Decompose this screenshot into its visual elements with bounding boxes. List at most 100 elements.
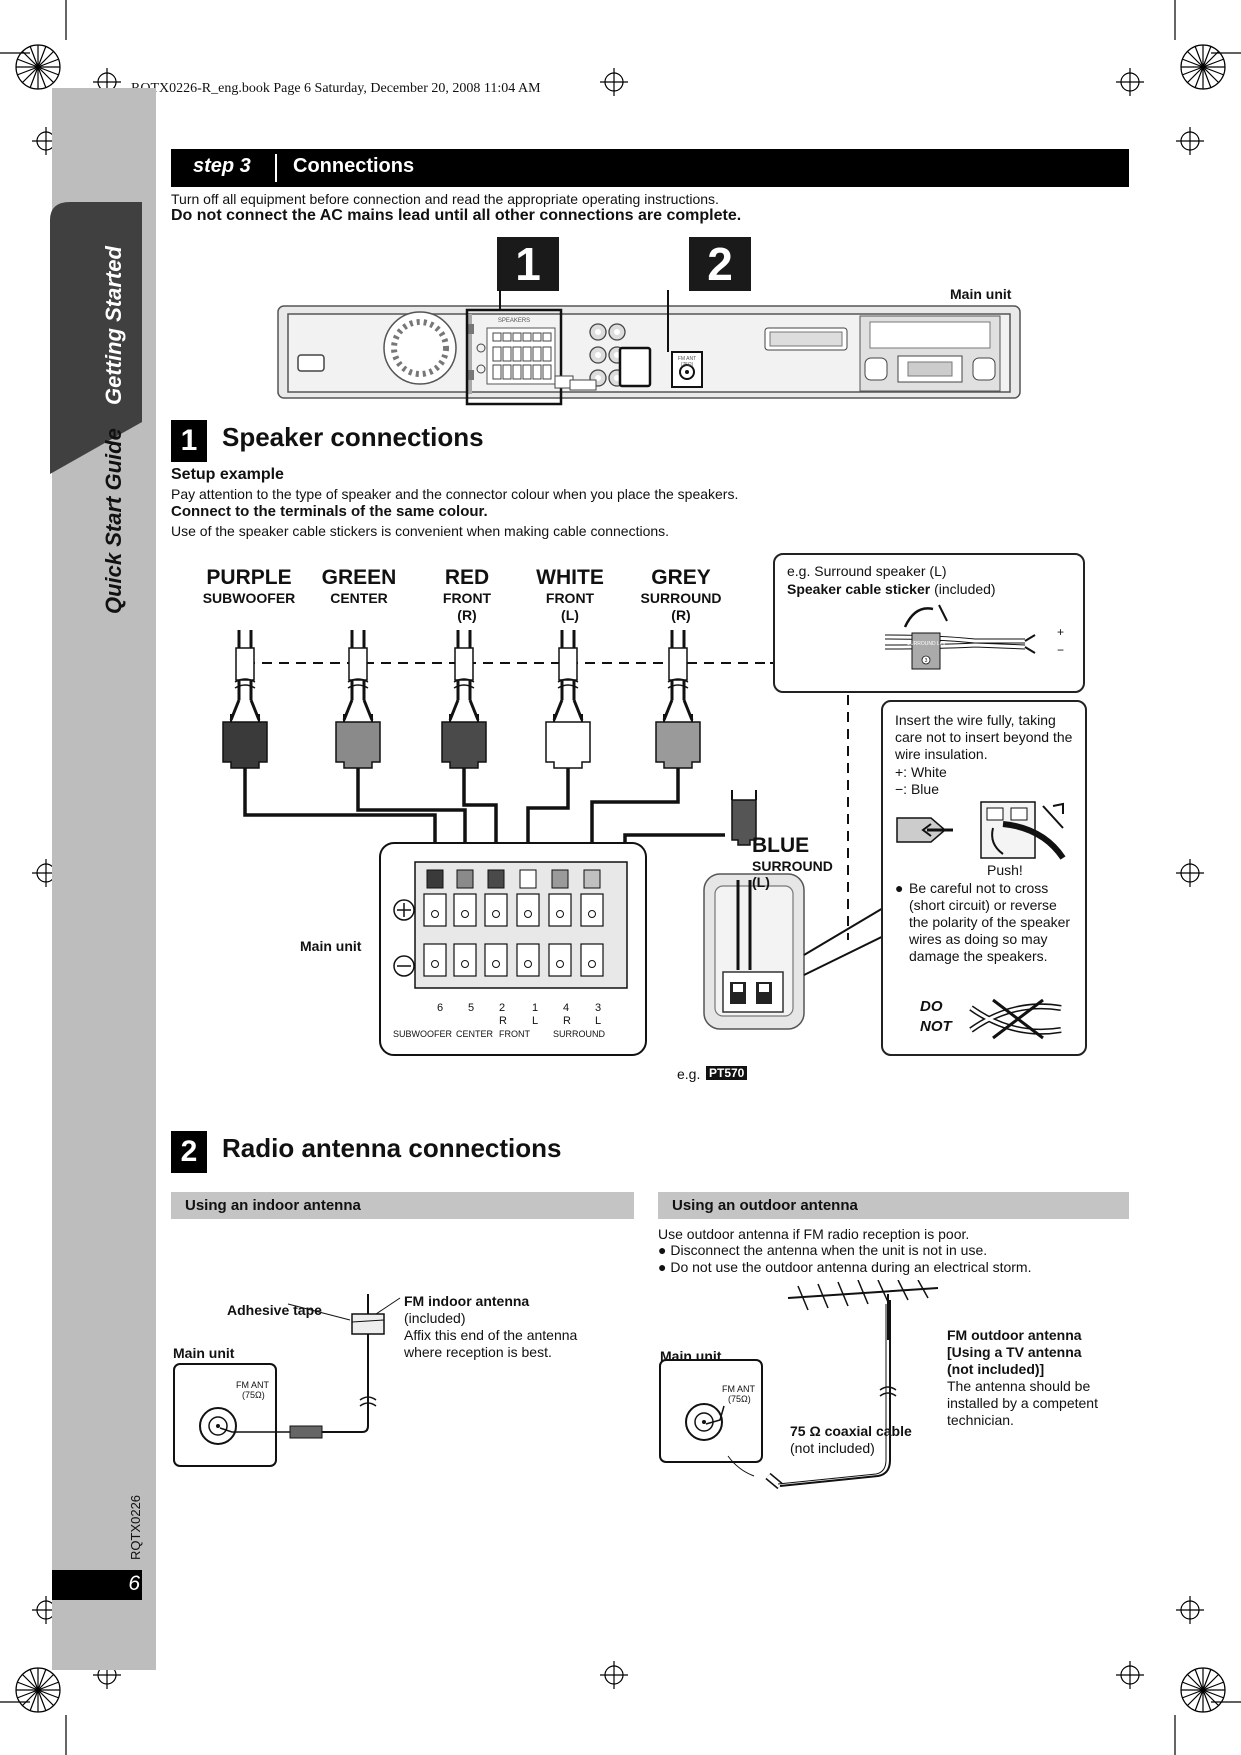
speaker-connector [335, 630, 381, 784]
speaker-label-grey: GREY SURROUND (R) [626, 566, 736, 624]
speaker-role: SUBWOOFER [202, 590, 296, 606]
speaker-label-white: WHITE FRONT (L) [515, 566, 625, 624]
blue-role: SURROUND [752, 858, 833, 874]
outdoor-antenna-drawing [659, 1280, 939, 1490]
sticker-minus: − [1057, 643, 1065, 657]
outdoor-antenna-tv2: (not included)] [947, 1361, 1045, 1377]
indoor-fm-ant: FM ANT [236, 1380, 269, 1390]
indoor-antenna-included: (included) [404, 1310, 466, 1326]
outdoor-bullet-2-text: Do not use the outdoor antenna during an… [670, 1259, 1032, 1275]
rear-main-unit-label: Main unit [950, 286, 1012, 302]
wire-insert-drawing [896, 801, 1066, 860]
terminal-number: 6 [437, 1002, 444, 1014]
sticker-cable-drawing: SURROUND Left 3 [884, 604, 1036, 670]
wire-text: Insert the wire fully, taking care not t… [895, 712, 1073, 762]
terminal-side: L [532, 1015, 539, 1027]
eg-label: e.g. [677, 1066, 701, 1082]
rear-speakers-label: SPEAKERS [498, 318, 530, 324]
speaker-terminal [580, 869, 604, 977]
indoor-main-unit-label: Main unit [173, 1345, 235, 1361]
connect-heading: Connect to the terminals of the same col… [171, 503, 488, 520]
do-not-line2: NOT [920, 1018, 952, 1035]
step-title: Connections [293, 155, 415, 177]
do-not-line1: DO [920, 998, 943, 1015]
speaker-color: GREEN [321, 566, 397, 589]
terminal-group: CENTER [456, 1029, 494, 1039]
speaker-wiring-diagram [222, 630, 901, 1056]
sticker-box-line2-rest: (included) [930, 581, 996, 597]
sticker-box-line2: Speaker cable sticker (included) [787, 581, 996, 598]
rear-fm-ant-label: FM ANT [678, 356, 696, 362]
speaker-role: FRONT [545, 590, 595, 606]
rear-panel-drawing: SPEAKERS FM ANT (75Ω) [277, 290, 1021, 406]
outdoor-bullet-1: ● Disconnect the antenna when the unit i… [658, 1242, 988, 1258]
outdoor-antenna-tv1: [Using a TV antenna [947, 1344, 1082, 1360]
terminal-labels: 6 5 2 1 4 3 R L R L [395, 1002, 615, 1042]
section-2-number: 2 [171, 1131, 207, 1173]
step-header: step 3 Connections [171, 149, 1129, 187]
speaker-label-green: GREEN CENTER [304, 566, 414, 607]
outdoor-intro: Use outdoor antenna if FM radio receptio… [658, 1226, 970, 1242]
terminal-number: 3 [595, 1002, 602, 1014]
outdoor-header: Using an outdoor antenna [658, 1192, 1129, 1219]
speaker-connector [655, 630, 701, 784]
indoor-antenna-drawing [173, 1294, 401, 1467]
speaker-side: (R) [457, 607, 477, 623]
outdoor-bullet-1-text: Disconnect the antenna when the unit is … [670, 1242, 988, 1258]
page-number-box [52, 1570, 142, 1600]
sidebar-doc-code: RQTX0226 [128, 1494, 143, 1560]
sticker-plus: + [1057, 625, 1065, 639]
wire-minus-line: −: Blue [895, 781, 939, 797]
speaker-color: GREY [651, 566, 711, 589]
speaker-connector [545, 630, 591, 784]
terminal-number: 2 [499, 1002, 506, 1014]
speaker-role: FRONT [442, 590, 492, 606]
outdoor-antenna-note: The antenna should be installed by a com… [947, 1378, 1098, 1428]
terminal-number: 4 [563, 1002, 570, 1014]
page-number: 6 [128, 1572, 140, 1595]
speaker-color: RED [444, 566, 490, 589]
sticker-example-box: e.g. Surround speaker (L) Speaker cable … [773, 553, 1085, 693]
speaker-label-purple: PURPLE SUBWOOFER [194, 566, 304, 607]
wire-caution: Be careful not to cross (short circuit) … [909, 880, 1071, 964]
terminal-side: R [563, 1015, 571, 1027]
outdoor-antenna-name: FM outdoor antenna [947, 1327, 1082, 1343]
blue-side: (L) [752, 874, 770, 890]
speaker-connector [222, 630, 268, 784]
adhesive-label: Adhesive tape [227, 1302, 322, 1318]
terminal-number: 1 [532, 1002, 539, 1014]
section-2-title: Radio antenna connections [222, 1133, 562, 1163]
step-label: step 3 [193, 155, 251, 177]
speaker-side: (L) [561, 607, 579, 623]
section-1-title: Speaker connections [222, 422, 484, 452]
sticker-text: Use of the speaker cable stickers is con… [171, 523, 670, 539]
speaker-role: SURROUND [640, 590, 722, 606]
terminal-side: L [595, 1015, 602, 1027]
wire-caution-bullet: ● [895, 880, 904, 896]
setup-heading: Setup example [171, 466, 284, 483]
intro-line-2: Do not connect the AC mains lead until a… [171, 207, 742, 224]
callout-2: 2 [689, 237, 751, 291]
coaxial-cable-note: (not included) [790, 1440, 875, 1456]
speaker-label-red: RED FRONT (R) [412, 566, 522, 624]
outdoor-fm-ohm: (75Ω) [728, 1394, 751, 1404]
speaker-terminal [423, 869, 447, 977]
speaker-side: (R) [671, 607, 691, 623]
sidebar-tab-label: Getting Started [101, 246, 126, 405]
indoor-antenna-name: FM indoor antenna [404, 1293, 530, 1309]
speaker-color: PURPLE [206, 566, 292, 589]
step-divider [275, 154, 277, 182]
rear-fm-ant-ohm: (75Ω) [681, 362, 694, 368]
sticker-label-text: SURROUND Left [907, 641, 946, 647]
indoor-header: Using an indoor antenna [171, 1192, 634, 1219]
terminal-side: R [499, 1015, 507, 1027]
callout-1: 1 [497, 237, 559, 291]
speaker-color: WHITE [536, 566, 604, 589]
wire-plus-line: +: White [895, 764, 947, 780]
terminal-group: FRONT [499, 1029, 530, 1039]
outdoor-fm-ant: FM ANT [722, 1384, 755, 1394]
terminal-number: 5 [468, 1002, 475, 1014]
indoor-fm-ohm: (75Ω) [242, 1390, 265, 1400]
sidebar-guide-label: Quick Start Guide [101, 428, 126, 614]
